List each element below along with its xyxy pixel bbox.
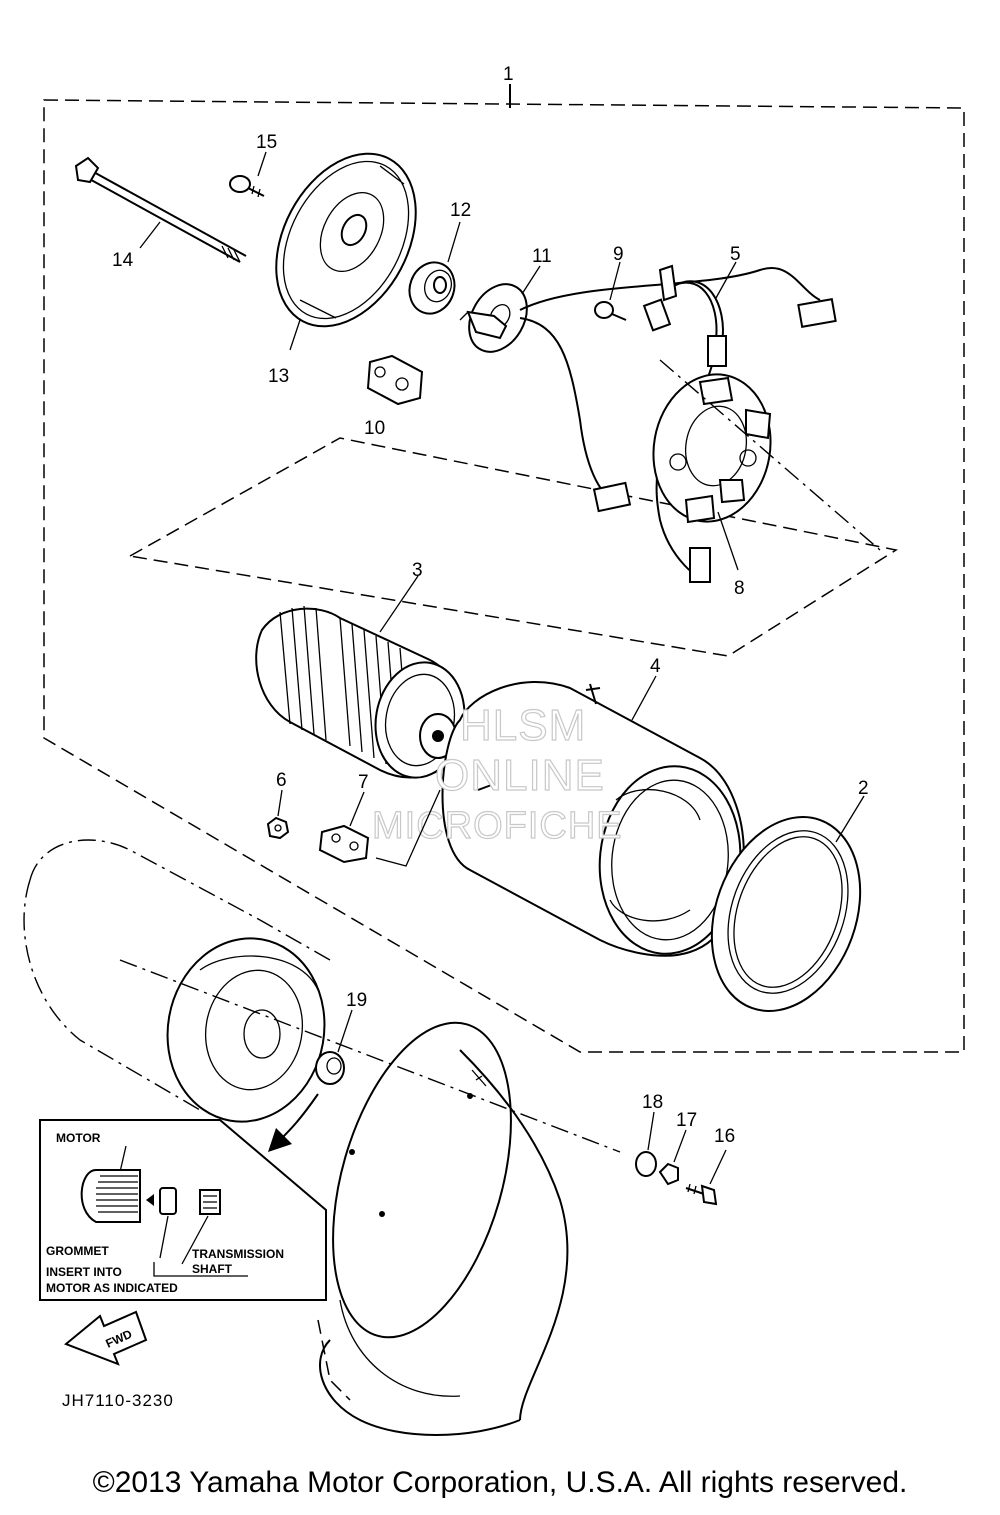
inset-label-insert-2: MOTOR AS INDICATED [46, 1281, 178, 1295]
callout-7: 7 [358, 772, 369, 793]
callout-18: 18 [642, 1092, 663, 1113]
motor-to-inset-arrow [279, 1093, 319, 1141]
brush-holder-assembly [459, 264, 837, 583]
copyright-notice: ©2013 Yamaha Motor Corporation, U.S.A. A… [92, 1466, 908, 1499]
inset-label-insert-1: INSERT INTO [46, 1265, 122, 1279]
transmission-housing [317, 1021, 569, 1436]
through-bolt [74, 156, 247, 263]
callout-10: 10 [364, 418, 385, 439]
callout-9: 9 [613, 244, 624, 265]
callout-leader-4 [631, 675, 657, 721]
callout-14: 14 [112, 250, 134, 271]
callout-17: 17 [676, 1110, 697, 1131]
watermark-line-2: ONLINE [435, 751, 605, 800]
inset-grommet-shape [159, 1187, 177, 1215]
callout-13: 13 [268, 366, 289, 387]
callout-leader-9 [609, 261, 621, 301]
callout-19: 19 [346, 990, 367, 1011]
callout-leader-3 [379, 575, 419, 633]
inset-leader-motor [119, 1145, 127, 1173]
callout-12: 12 [450, 200, 471, 221]
callout-11: 11 [532, 246, 552, 267]
brush-plate-boundary [127, 437, 898, 657]
mounting-axis-line [119, 959, 621, 1153]
inset-underline [153, 1262, 248, 1277]
callout-5: 5 [730, 244, 741, 265]
connector-line [375, 789, 441, 867]
front-cover [275, 152, 417, 328]
grommet [315, 1051, 345, 1085]
callout-8: 8 [734, 578, 745, 599]
callout-leader-7 [349, 791, 365, 827]
washer-18 [635, 1151, 657, 1177]
callout-16: 16 [714, 1126, 735, 1147]
callout-leader-13 [289, 319, 301, 351]
insulator-7 [318, 824, 370, 864]
inset-box [39, 1119, 327, 1301]
callout-leader-2 [835, 795, 865, 843]
callout-leader-11 [521, 265, 541, 295]
inset-label-transmission: TRANSMISSION [192, 1247, 284, 1261]
inset-leader-grommet [159, 1215, 169, 1259]
callout-leader-14 [139, 221, 161, 249]
assembly-boundary [43, 99, 965, 1053]
callout-4: 4 [650, 656, 661, 677]
yoke-housing [441, 681, 745, 957]
callout-leader-17 [673, 1129, 687, 1163]
callout-leader-16 [709, 1149, 727, 1185]
callout-3: 3 [412, 560, 423, 581]
callout-leader-18 [647, 1111, 655, 1151]
inset-motor-shape [80, 1169, 141, 1223]
lock-washer [658, 1162, 679, 1186]
forward-direction-arrow: FWD [64, 1310, 148, 1366]
inset-insert-arrow [146, 1194, 154, 1206]
insulator-10 [366, 354, 424, 406]
callout-15: 15 [256, 132, 277, 153]
bearing [408, 261, 456, 315]
inset-label-shaft: SHAFT [192, 1262, 233, 1276]
callout-leader-5 [715, 261, 737, 299]
arrow-head [268, 1128, 292, 1152]
diagram-code: JH7110-3230 [62, 1391, 174, 1410]
watermark-line-3: MICROFICHE [372, 805, 623, 847]
starter-motor-exploded-diagram: HLSM ONLINE MICROFICHE [23, 64, 965, 1436]
watermark-line-1: HLSM [460, 701, 586, 750]
screw-15 [229, 175, 265, 198]
callout-1: 1 [503, 64, 514, 85]
callout-leader-15 [257, 151, 267, 177]
callout-6: 6 [276, 770, 287, 791]
callout-leader-8 [717, 511, 739, 571]
brush-plate [652, 373, 772, 524]
screw-9 [594, 301, 627, 321]
inset-label-motor: MOTOR [56, 1131, 101, 1145]
installed-motor-phantom [23, 839, 331, 1123]
bolt [685, 1183, 718, 1206]
nut [266, 816, 290, 840]
callout-leader-6 [277, 789, 283, 817]
callout-2: 2 [858, 778, 869, 799]
callout-leader-12 [447, 221, 461, 263]
seal-ring [710, 816, 862, 1012]
inset-leader-shaft [181, 1215, 209, 1265]
inset-label-grommet: GROMMET [46, 1244, 109, 1258]
brush-axis-line [659, 359, 881, 551]
